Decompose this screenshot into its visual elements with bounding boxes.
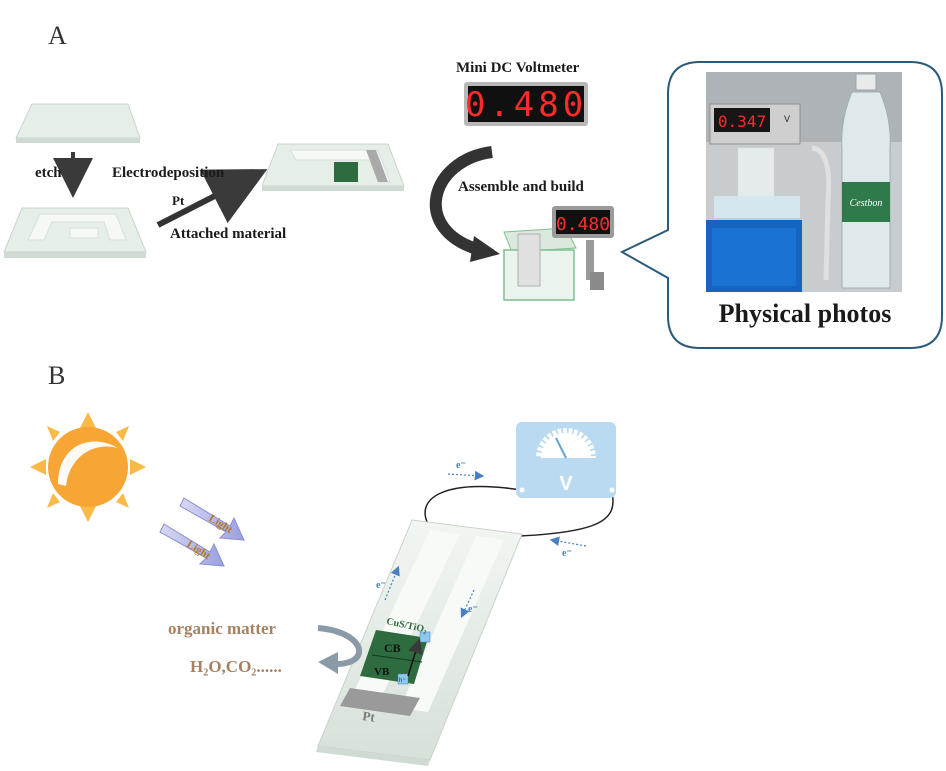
pt-label-a: Pt: [172, 193, 185, 208]
voltmeter-display: 0.480: [465, 85, 587, 125]
pt-strip: [340, 688, 420, 716]
sun-icon: [30, 412, 146, 522]
vb-label: VB: [374, 666, 390, 678]
photo-callout: 0.347 V Cestbon Physical photos: [619, 61, 943, 349]
photo-meter-unit: V: [784, 114, 790, 124]
electron-arrow-top: [447, 470, 485, 481]
electron-label-bottom: e⁻: [562, 548, 572, 559]
electrode-slide: [261, 143, 405, 191]
light-arrow-1: Light: [179, 497, 245, 541]
electron-label-device-left: e⁻: [376, 580, 386, 591]
light-arrow-2: Light: [159, 523, 225, 567]
etched-glass-slide: [3, 207, 147, 258]
assemble-label: Assemble and build: [458, 179, 585, 195]
electron-arrow-bottom: [549, 536, 587, 547]
etch-label: etch: [35, 165, 62, 181]
small-meter-display: 0.480: [556, 214, 610, 235]
voltmeter-title: Mini DC Voltmeter: [456, 60, 580, 76]
green-material-patch: [334, 162, 358, 182]
electron-label-device-right: e⁻: [468, 604, 478, 615]
assemble-arrow: [429, 146, 494, 256]
mini-dc-voltmeter: 0.480: [464, 82, 588, 126]
electron-label-top: e⁻: [456, 460, 466, 471]
electron-arrow-device-right: [460, 589, 475, 619]
wire-right: [519, 491, 614, 537]
cb-label: CB: [384, 641, 401, 655]
electron-arrow-device-left: [384, 565, 400, 601]
panel-a-letter: A: [48, 21, 67, 50]
conversion-arrow: [317, 625, 363, 667]
pt-label-b: Pt: [362, 708, 377, 725]
assembled-cell: 0.480: [503, 206, 614, 301]
physical-photo: 0.347 V Cestbon: [706, 72, 902, 292]
electrodeposition-label: Electrodeposition: [112, 165, 225, 181]
bottle-brand: Cestbon: [850, 198, 883, 209]
attached-material-label: Attached material: [170, 226, 286, 242]
products-label: H₂O,CO₂......: [190, 657, 282, 676]
wire-left: [424, 485, 523, 525]
physical-photos-label: Physical photos: [719, 299, 892, 328]
electrodeposition-arrow: [156, 169, 268, 228]
photo-meter-display: 0.347: [718, 112, 766, 131]
hole-label: h⁺: [399, 677, 406, 684]
plain-glass-slide: [15, 103, 141, 143]
voltmeter-symbol: V: [559, 473, 573, 495]
organic-matter-label: organic matter: [168, 619, 277, 638]
voltmeter-icon: V: [516, 422, 616, 498]
panel-b-letter: B: [48, 361, 65, 390]
tilted-electrode-device: [316, 519, 523, 766]
